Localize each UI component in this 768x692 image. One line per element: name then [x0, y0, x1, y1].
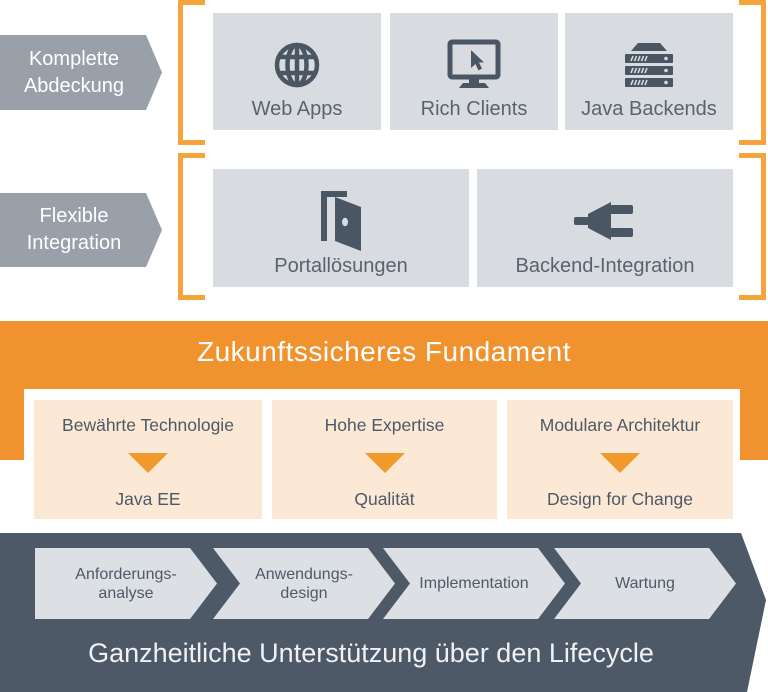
- chevron-implementation: Implementation: [383, 548, 565, 619]
- triangle-down-icon: [128, 452, 168, 473]
- card-label: Rich Clients: [420, 98, 528, 120]
- row2-right-bracket: [739, 153, 766, 300]
- row1-right-bracket: [739, 0, 766, 145]
- pillar-top-label: Bewährte Technologie: [62, 415, 234, 435]
- triangle-down-icon: [364, 452, 405, 473]
- chevron-line: Wartung: [615, 575, 675, 592]
- label-line: Abdeckung: [23, 74, 125, 97]
- pillar-bottom-label: Qualität: [354, 489, 415, 509]
- pillar-bottom-label: Java EE: [115, 489, 181, 509]
- card-label: Backend-Integration: [515, 255, 695, 277]
- pillar-bewaehrte-technologie: Bewährte Technologie Java EE: [34, 400, 262, 519]
- label-arrow-flexible-integration: Flexible Integration: [0, 193, 162, 267]
- card-web-apps: Web Apps: [213, 13, 381, 130]
- pillar-hohe-expertise: Hohe Expertise Qualität: [272, 400, 497, 519]
- fundament-title: Zukunftssicheres Fundament: [196, 336, 572, 367]
- label-arrow-komplette-abdeckung: Komplette Abdeckung: [0, 35, 162, 110]
- plug-icon: [574, 188, 636, 254]
- pillar-bottom-label: Design for Change: [547, 489, 693, 509]
- card-label: Portallösungen: [274, 255, 408, 277]
- lifecycle-caption: Ganzheitliche Unterstützung über den Lif…: [88, 638, 654, 668]
- card-portalloesungen: Portallösungen: [213, 169, 469, 287]
- label-line: Flexible: [39, 205, 109, 227]
- pillar-top-label: Hohe Expertise: [324, 415, 445, 435]
- card-rich-clients: Rich Clients: [390, 13, 558, 130]
- card-label: Web Apps: [251, 98, 343, 120]
- chevron-line: Anforderungs-: [75, 565, 177, 583]
- lifecycle-band: Anforderungs- analyse Anwendungs- design…: [0, 533, 766, 692]
- card-java-backends: Java Backends: [565, 13, 733, 130]
- pillar-modulare-architektur: Modulare Architektur Design for Change: [507, 400, 733, 519]
- row1-left-bracket: [178, 0, 205, 145]
- pillar-top-label: Modulare Architektur: [539, 415, 701, 435]
- server-icon: [623, 32, 675, 98]
- monitor-cursor-icon: [443, 32, 505, 98]
- label-line: Komplette: [28, 47, 120, 70]
- chevron-anforderungsanalyse: Anforderungs- analyse: [35, 548, 217, 619]
- chevron-line: Anwendungs-: [255, 565, 353, 583]
- triangle-down-icon: [600, 452, 640, 473]
- chevron-anwendungsdesign: Anwendungs- design: [213, 548, 395, 619]
- globe-icon: [273, 32, 321, 98]
- chevron-line: Implementation: [419, 575, 529, 592]
- chevron-wartung: Wartung: [554, 548, 736, 619]
- row2-left-bracket: [178, 153, 205, 300]
- chevron-line: design: [280, 584, 328, 602]
- chevron-line: analyse: [98, 584, 154, 602]
- card-label: Java Backends: [581, 98, 717, 120]
- card-backend-integration: Backend-Integration: [477, 169, 733, 287]
- label-line: Integration: [26, 232, 122, 254]
- door-icon: [321, 188, 361, 254]
